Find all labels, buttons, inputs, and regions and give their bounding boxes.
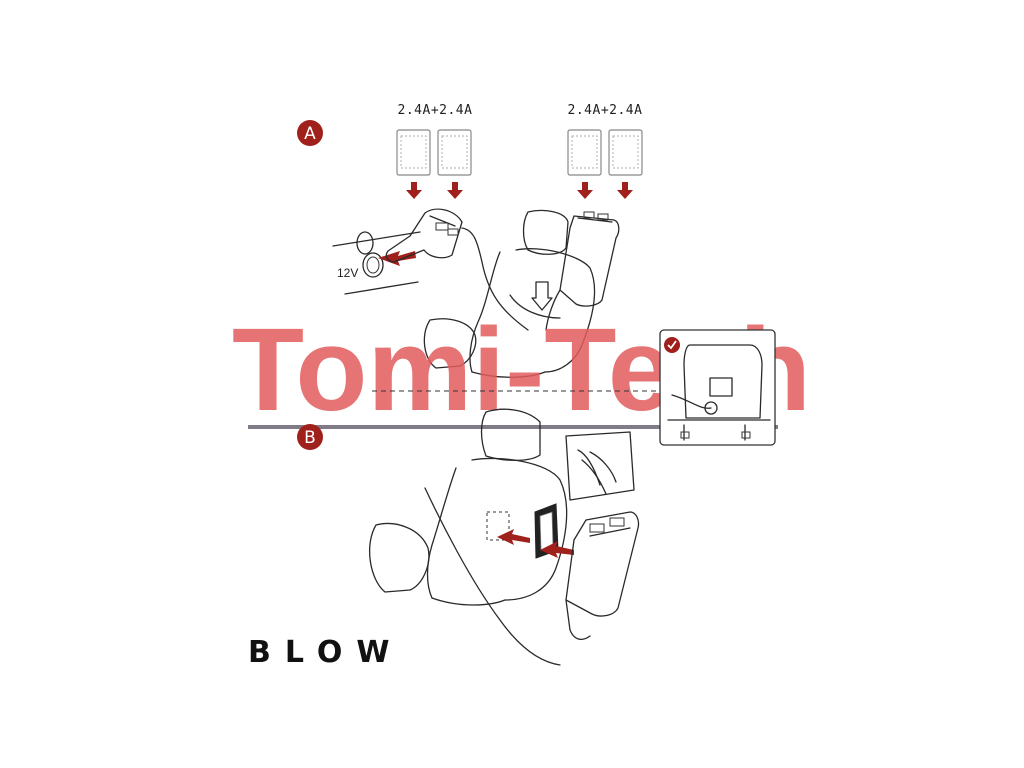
right-pair-rating: 2.4A+2.4A	[568, 103, 643, 118]
arrow-down-icon	[617, 182, 633, 199]
step-b-badge: B	[297, 424, 323, 450]
arrow-down-icon	[577, 182, 593, 199]
arrow-left-icon	[378, 251, 416, 266]
arrow-down-icon	[406, 182, 422, 199]
phone-icon	[568, 130, 601, 175]
phone-icon	[438, 130, 471, 175]
phone-icon	[609, 130, 642, 175]
car-seat-b	[370, 409, 567, 605]
step-a-label: A	[304, 124, 316, 144]
dashboard-socket: 12V	[333, 232, 420, 294]
arrow-left-icon	[497, 529, 530, 545]
usb-hub-b	[566, 512, 639, 639]
checkmark-icon	[664, 337, 680, 353]
phone-icon	[397, 130, 430, 175]
inset-peel	[566, 432, 634, 500]
left-pair-rating: 2.4A+2.4A	[398, 103, 473, 118]
arrow-down-icon	[447, 182, 463, 199]
voltage-label: 12V	[337, 266, 358, 280]
step-b-label: B	[304, 428, 316, 448]
brand-logo: BLOW	[248, 635, 404, 670]
inset-seatback	[660, 330, 775, 445]
step-a-badge: A	[297, 120, 323, 146]
